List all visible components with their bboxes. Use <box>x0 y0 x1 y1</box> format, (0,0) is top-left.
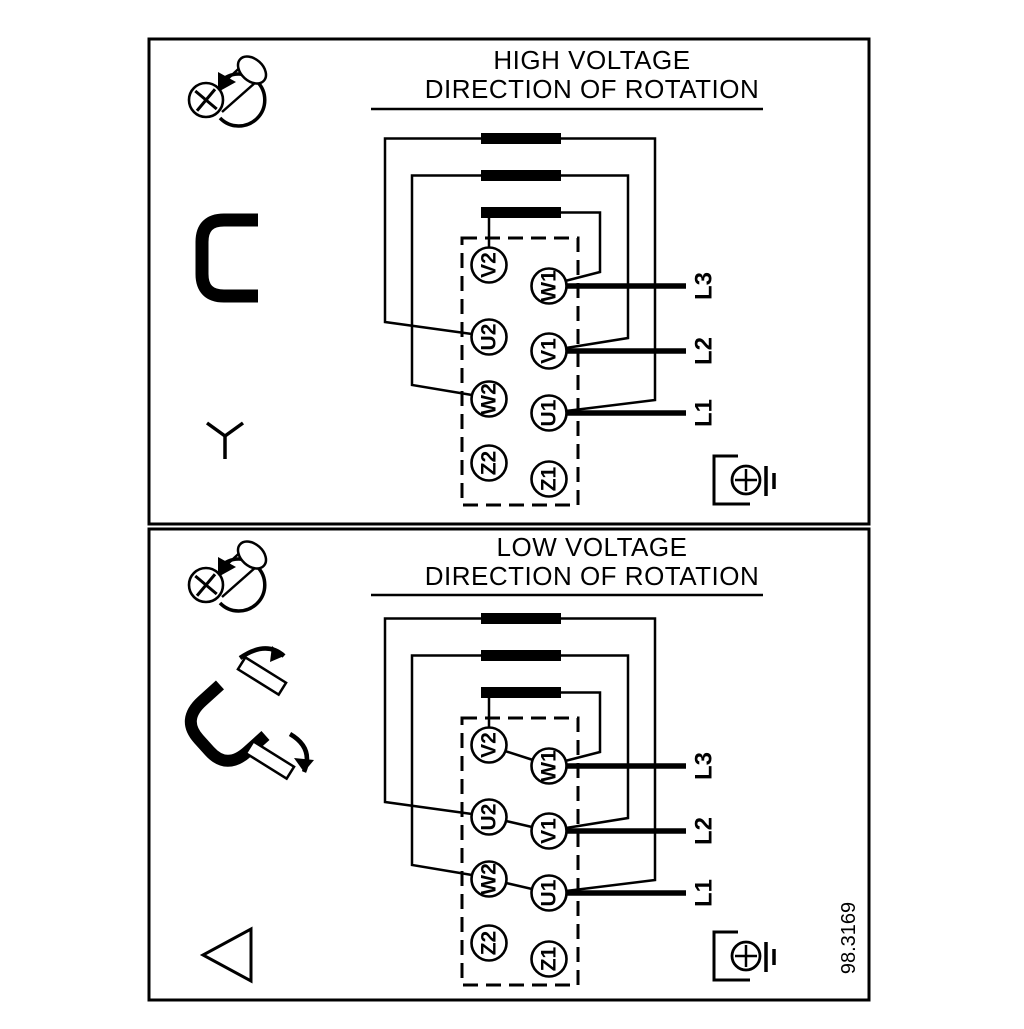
terminal-z1 <box>530 940 568 978</box>
wire <box>561 137 657 413</box>
wire <box>561 691 602 763</box>
star-symbol-icon <box>205 421 245 459</box>
panel-title-line2: DIRECTION OF ROTATION <box>425 561 760 591</box>
panel-title-line1: LOW VOLTAGE <box>497 532 688 562</box>
supply-label-l2: L2 <box>691 817 718 845</box>
supply-label-l3: L3 <box>691 272 718 300</box>
terminal-v2 <box>470 246 508 284</box>
screw-rotation-icon <box>184 49 274 128</box>
terminal-label-w2: W2 <box>478 863 501 895</box>
terminal-label-u2: U2 <box>478 804 501 831</box>
terminal-label-v1: V1 <box>538 818 561 844</box>
terminal-box <box>460 716 580 987</box>
panel-border <box>147 527 871 1002</box>
terminal-w2 <box>470 860 508 898</box>
panel-title-line2: DIRECTION OF ROTATION <box>425 74 760 104</box>
terminal-label-w1: W1 <box>538 750 561 782</box>
jumper-bar <box>481 170 561 181</box>
terminal-label-v2: V2 <box>478 252 501 278</box>
terminal-v2 <box>470 726 508 764</box>
terminal-w2 <box>470 380 508 418</box>
jumper-bar <box>481 650 561 661</box>
terminal-u2 <box>470 798 508 836</box>
wire <box>410 654 481 877</box>
supply-label-l1: L1 <box>691 879 718 907</box>
wire <box>505 881 533 891</box>
terminal-z1 <box>530 460 568 498</box>
terminal-label-u1: U1 <box>538 399 561 426</box>
panel-high-voltage: HIGH VOLTAGE DIRECTION OF ROTATION V2 U2 <box>147 37 871 526</box>
jumper-bar <box>481 613 561 624</box>
terminal-label-z1: Z1 <box>538 466 561 491</box>
jumper-bar <box>481 207 561 218</box>
terminal-label-v1: V1 <box>538 338 561 364</box>
terminal-label-w2: W2 <box>478 383 501 415</box>
ground-terminal-icon <box>712 930 776 982</box>
jumper-move-icon <box>184 646 314 780</box>
wire <box>561 174 630 350</box>
terminal-label-w1: W1 <box>538 270 561 302</box>
jumper-bar <box>481 133 561 144</box>
panel-low-voltage: LOW VOLTAGE DIRECTION OF ROTATION <box>147 527 871 1002</box>
terminal-label-v2: V2 <box>478 732 501 758</box>
jumper-bracket-icon <box>195 213 258 303</box>
terminal-label-z1: Z1 <box>538 946 561 971</box>
supply-label-l3: L3 <box>691 752 718 780</box>
terminal-label-z2: Z2 <box>478 451 501 476</box>
wire <box>504 749 534 762</box>
wire <box>561 654 630 830</box>
wire <box>383 137 481 336</box>
wire <box>561 617 657 893</box>
panel-title-line1: HIGH VOLTAGE <box>493 45 690 75</box>
supply-label-l2: L2 <box>691 337 718 365</box>
wire <box>383 617 481 816</box>
screw-rotation-icon <box>184 534 274 613</box>
terminal-box <box>460 236 580 507</box>
panel-border <box>147 37 871 526</box>
delta-symbol-icon <box>199 926 253 984</box>
wire <box>561 211 602 283</box>
terminal-label-u1: U1 <box>538 879 561 906</box>
ground-terminal-icon <box>712 454 776 506</box>
terminal-u2 <box>470 318 508 356</box>
terminal-label-z2: Z2 <box>478 931 501 956</box>
wire <box>410 174 481 397</box>
supply-label-l1: L1 <box>691 399 718 427</box>
part-number: 98.3169 <box>838 902 860 974</box>
terminal-z2 <box>470 924 508 962</box>
jumper-bar <box>481 687 561 698</box>
terminal-z2 <box>470 444 508 482</box>
wire <box>505 819 533 829</box>
terminal-label-u2: U2 <box>478 324 501 351</box>
